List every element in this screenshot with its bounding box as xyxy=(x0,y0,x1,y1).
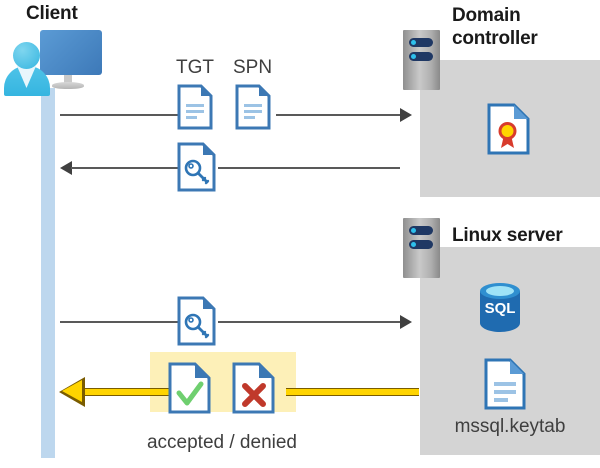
domain-controller-title-line1: Domain xyxy=(452,5,521,26)
domain-controller-title-line2: controller xyxy=(452,28,538,49)
linux-server-panel xyxy=(420,247,600,455)
flow1-line-right xyxy=(276,114,400,116)
tgt-document-icon xyxy=(177,84,213,130)
ticket-key-document-icon-bottom xyxy=(177,296,217,346)
page-title-domain-controller: Domain controller xyxy=(452,4,538,50)
label-spn: SPN xyxy=(233,57,273,78)
label-tgt: TGT xyxy=(176,57,214,78)
ticket-key-document-icon-top xyxy=(177,142,217,192)
certificate-document-icon xyxy=(487,103,530,155)
sql-database-icon: SQL xyxy=(477,281,523,333)
linux-server-server-icon xyxy=(403,218,440,278)
monitor-stand-icon xyxy=(64,75,72,85)
flow4-line-right xyxy=(286,388,419,396)
keytab-document-icon xyxy=(484,358,526,410)
accepted-document-icon[interactable] xyxy=(168,362,212,414)
page-title-client: Client xyxy=(26,3,78,24)
flow2-line-left xyxy=(71,167,178,169)
domain-controller-server-icon xyxy=(403,30,440,90)
page-title-linux-server: Linux server xyxy=(452,225,563,246)
flow3-arrowhead xyxy=(400,315,412,329)
label-accepted-denied: accepted / denied xyxy=(146,432,297,453)
label-mssql-keytab: mssql.keytab xyxy=(454,416,566,437)
flow1-line-left xyxy=(60,114,178,116)
flow3-line-left xyxy=(60,321,178,323)
flow4-arrowhead xyxy=(62,380,82,402)
flow4-line-left xyxy=(78,388,178,396)
flow2-arrowhead xyxy=(60,161,72,175)
flow2-line-right xyxy=(218,167,400,169)
flow3-line-right xyxy=(218,321,400,323)
svg-text:SQL: SQL xyxy=(485,300,516,317)
client-lifeline xyxy=(41,88,55,458)
person-head-icon xyxy=(13,42,40,69)
monitor-base-icon xyxy=(52,82,84,89)
flow1-arrowhead xyxy=(400,108,412,122)
monitor-screen-icon xyxy=(40,30,102,75)
denied-document-icon[interactable] xyxy=(232,362,276,414)
spn-document-icon xyxy=(235,84,271,130)
